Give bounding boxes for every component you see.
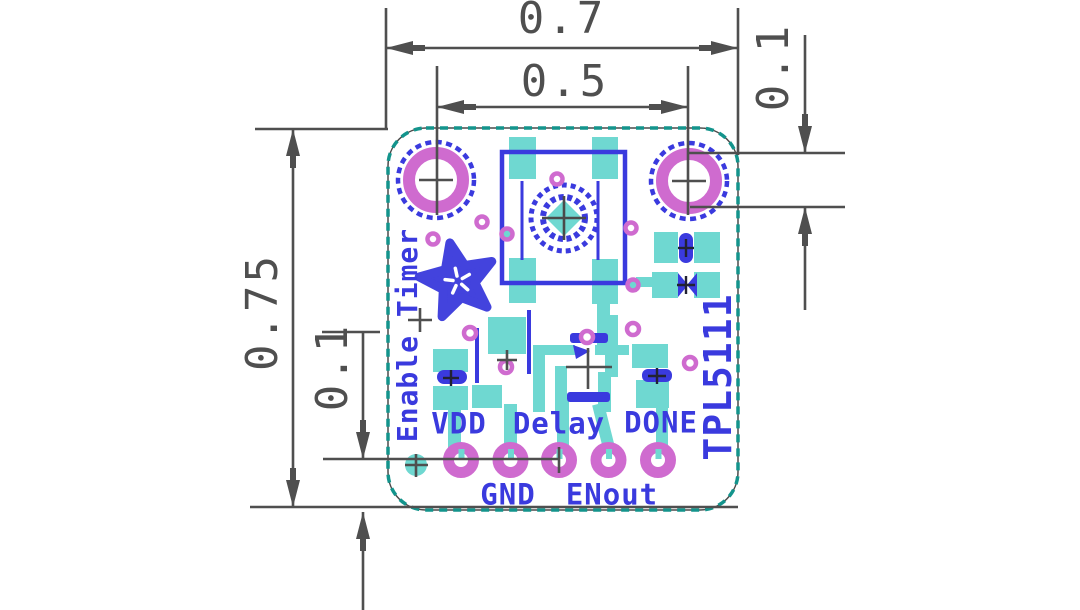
- trace: [533, 350, 545, 412]
- smd-pad: [694, 272, 720, 298]
- silkscreen-enable-timer: Enable Timer: [391, 227, 424, 443]
- button-pad: [509, 258, 536, 303]
- smd-pad: [632, 344, 668, 368]
- trace: [533, 345, 575, 355]
- polarity-mark: [573, 345, 590, 359]
- smd-pad: [433, 349, 468, 372]
- trace: [656, 404, 668, 450]
- vias: [425, 171, 699, 376]
- via: [578, 328, 596, 346]
- dim-label-pad-row-offset: 0.1: [307, 322, 358, 412]
- smd-pad: [652, 272, 678, 298]
- trace: [448, 410, 461, 448]
- button-pad: [509, 137, 536, 179]
- adafruit-star-logo: [414, 238, 497, 322]
- dim-label-hole-top-offset: 0.1: [748, 22, 799, 112]
- button-pad: [592, 137, 618, 179]
- component-origin-crosses: [443, 239, 695, 386]
- smd-pad: [433, 386, 468, 410]
- via: [549, 171, 565, 187]
- silkscreen-line: [527, 310, 531, 374]
- via: [425, 231, 441, 247]
- button-center: [528, 182, 600, 254]
- button-outline: [499, 149, 628, 286]
- via: [681, 354, 699, 372]
- trace: [504, 404, 517, 448]
- smd-pad: [654, 232, 678, 263]
- silkscreen-line: [475, 328, 479, 383]
- dim-label-hole-spacing: 0.5: [520, 56, 610, 107]
- via: [625, 277, 641, 293]
- smd-pad: [694, 232, 720, 263]
- dim-label-board-height: 0.75: [237, 253, 288, 371]
- dim-label-board-width: 0.7: [517, 0, 607, 44]
- via: [499, 226, 515, 242]
- pin-label-done: DONE: [624, 405, 698, 440]
- via: [474, 214, 490, 230]
- smd-pad: [488, 317, 526, 354]
- pin-label-enout: ENout: [565, 477, 659, 512]
- via: [461, 324, 479, 342]
- trace: [557, 400, 569, 448]
- silkscreen-chip-name: TPL5111: [696, 293, 740, 461]
- pin-label-vdd: VDD: [431, 406, 487, 441]
- smd-pad: [472, 385, 502, 408]
- pin-label-delay: Delay: [512, 406, 606, 441]
- button-origin-crosshair: [542, 196, 586, 240]
- pin-label-gnd: GND: [480, 477, 536, 512]
- via: [624, 320, 642, 338]
- diode-mark: [678, 273, 697, 297]
- via: [623, 220, 639, 236]
- trace: [636, 277, 654, 287]
- component-body: [567, 392, 610, 402]
- dimension-lines: [250, 8, 845, 610]
- smd-pad: [636, 380, 669, 408]
- button-ring-outer: [528, 182, 600, 254]
